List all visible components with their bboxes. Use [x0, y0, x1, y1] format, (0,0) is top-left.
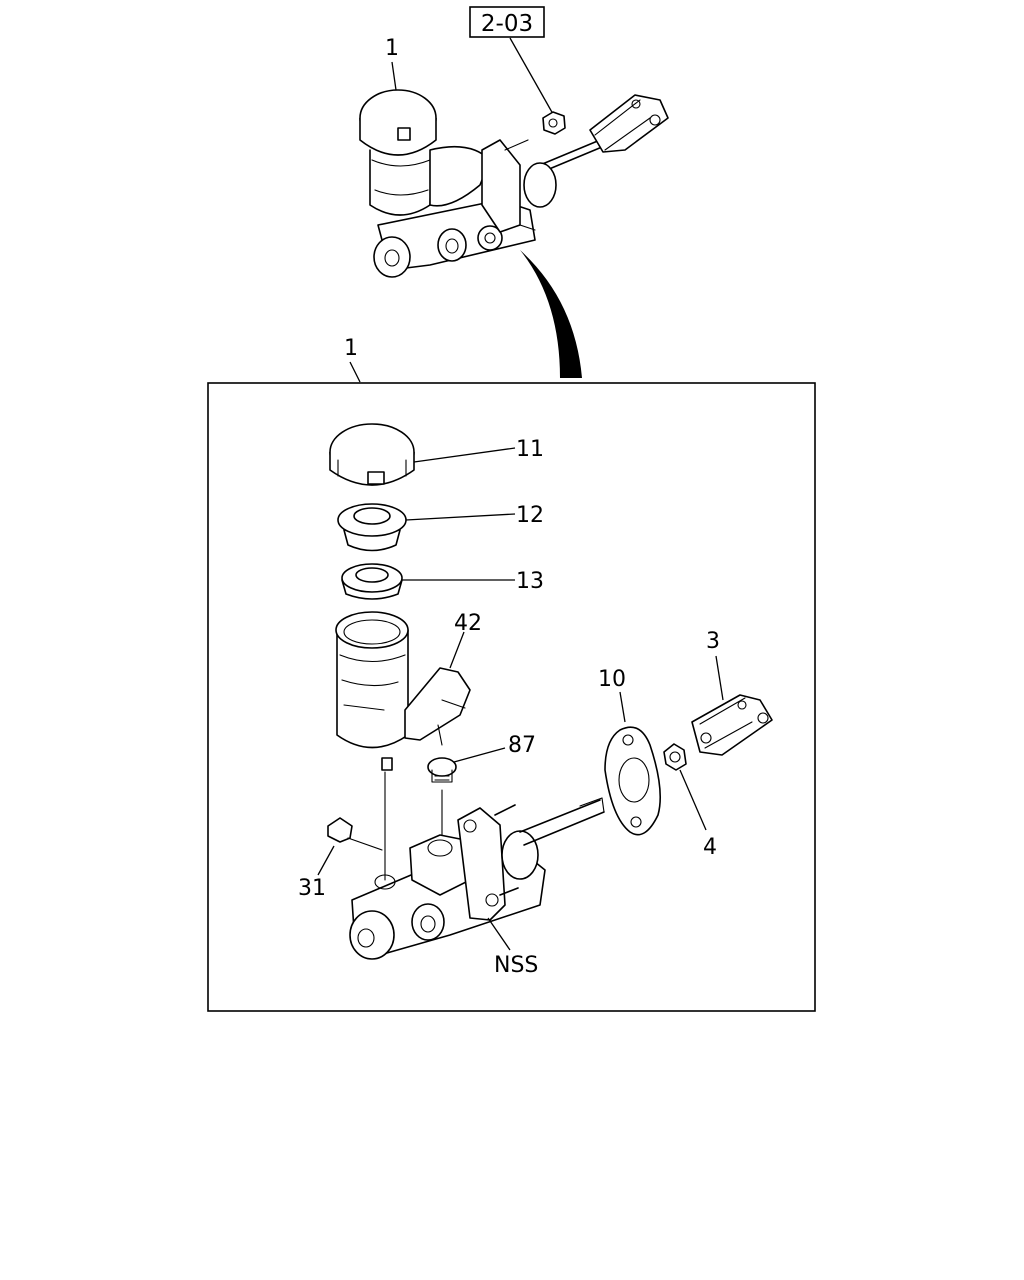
reservoir-tank[interactable] — [335, 611, 471, 771]
nut[interactable] — [663, 743, 687, 771]
callout-87: 87 — [508, 733, 536, 758]
explode-arrow — [520, 250, 582, 378]
top-reservoir — [359, 89, 491, 216]
leader-10 — [619, 691, 626, 723]
reservoir-cap[interactable] — [329, 423, 415, 486]
callout-nss: NSS — [494, 953, 538, 978]
top-assembly-label: 1 — [385, 36, 399, 61]
bolt[interactable] — [327, 817, 383, 851]
callout-31: 31 — [298, 876, 326, 901]
cap-seal[interactable] — [337, 503, 407, 552]
leader-42 — [449, 631, 465, 669]
leader-87 — [453, 747, 506, 763]
top-assembly-leader — [391, 61, 397, 91]
callout-11: 11 — [516, 437, 544, 462]
callout-4: 4 — [703, 835, 717, 860]
reference-label: 2-03 — [481, 11, 533, 37]
reference-box[interactable]: 2-03 — [469, 6, 545, 38]
exploded-view-frame: 1 — [207, 336, 816, 1012]
callout-13: 13 — [516, 569, 544, 594]
leader-11 — [413, 447, 516, 463]
diaphragm[interactable] — [341, 563, 403, 600]
assembled-master-cylinder: 1 — [359, 36, 669, 378]
clevis[interactable] — [691, 694, 773, 756]
callout-3: 3 — [706, 629, 720, 654]
grommet-plug[interactable] — [427, 757, 457, 783]
callout-10: 10 — [598, 667, 626, 692]
leader-3 — [715, 655, 724, 701]
leader-4 — [679, 769, 707, 831]
master-cylinder-body[interactable] — [349, 797, 605, 960]
exploded-assembly-label: 1 — [344, 336, 358, 361]
leader-12 — [405, 513, 516, 521]
top-body — [373, 139, 557, 278]
leader-nss — [487, 917, 511, 951]
reference-leader — [509, 37, 554, 115]
callout-42: 42 — [454, 611, 482, 636]
gasket[interactable] — [604, 726, 662, 836]
leader-31 — [317, 845, 335, 876]
top-nut — [542, 111, 566, 135]
exploded-assembly-leader — [349, 361, 361, 383]
callout-12: 12 — [516, 503, 544, 528]
top-clevis — [539, 94, 669, 173]
